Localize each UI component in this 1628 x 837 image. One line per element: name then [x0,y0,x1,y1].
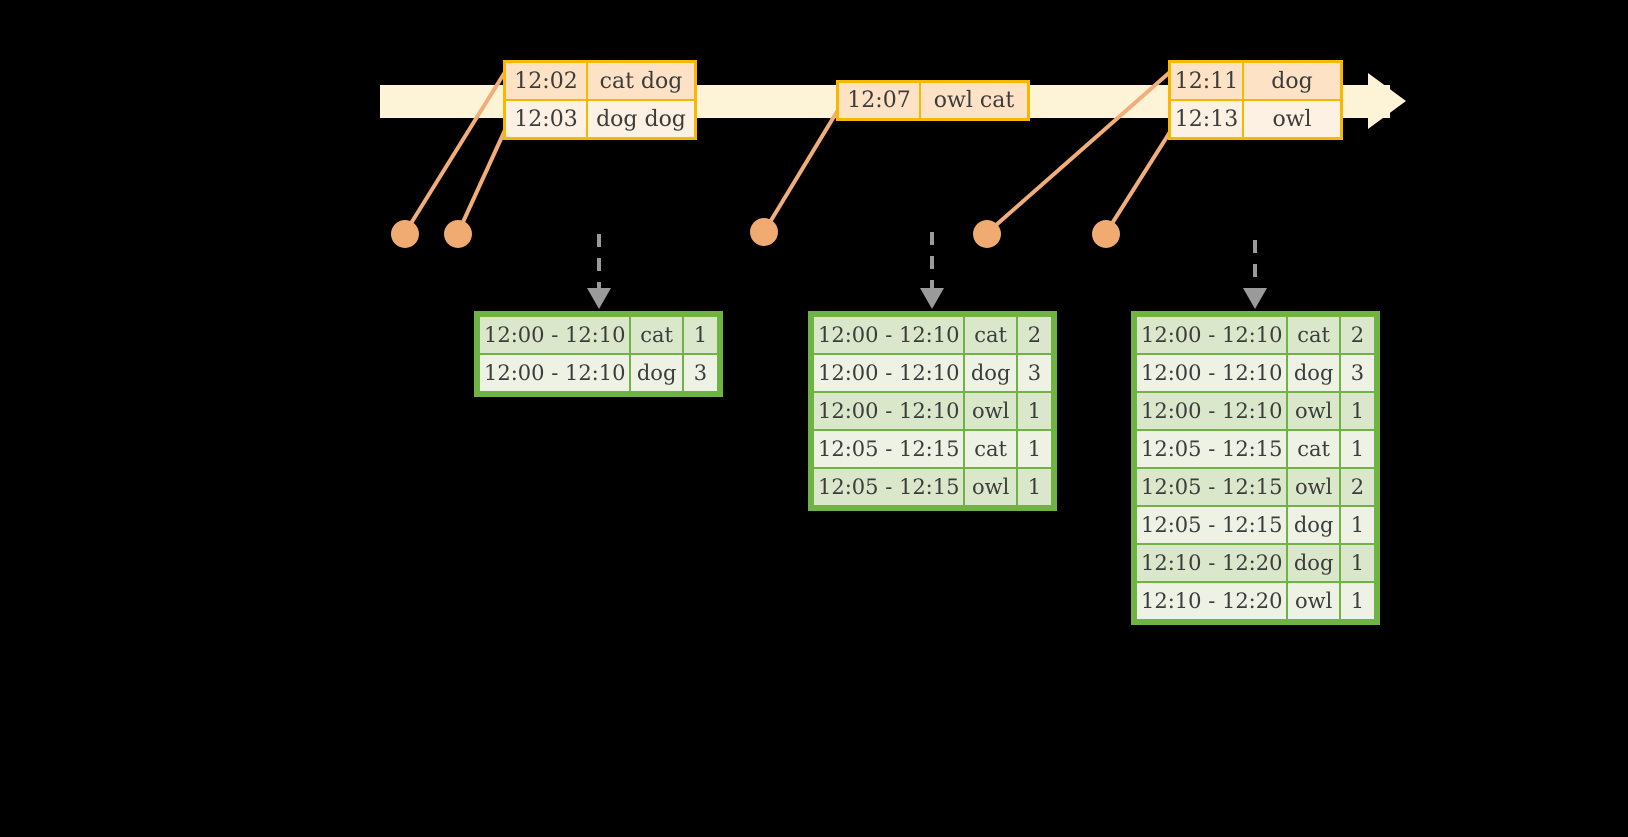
cell-word: owl [1288,469,1339,505]
cell-word: owl [1288,583,1339,619]
cell-window: 12:00 - 12:10 [814,393,964,429]
event-dot-5 [1092,220,1120,248]
event-time: 12:13 [1171,101,1244,137]
cell-count: 2 [1017,317,1051,353]
event-value: dog dog [588,101,694,137]
cell-count: 1 [1340,431,1374,467]
cell-count: 3 [1340,355,1374,391]
cell-word: dog [1288,507,1339,543]
cell-count: 2 [1340,317,1374,353]
event-row: 12:07 owl cat [839,83,1027,118]
cell-word: cat [965,317,1016,353]
event-row: 12:03 dog dog [506,99,694,137]
event-time: 12:02 [506,63,588,99]
cell-window: 12:05 - 12:15 [1137,507,1287,543]
event-value: owl [1244,101,1340,137]
cell-count: 1 [1017,469,1051,505]
cell-word: cat [631,317,682,353]
cell-count: 1 [1017,431,1051,467]
cell-word: owl [1288,393,1339,429]
cell-window: 12:05 - 12:15 [814,469,964,505]
cell-count: 2 [1340,469,1374,505]
event-time: 12:11 [1171,63,1244,99]
cell-word: cat [965,431,1016,467]
cell-count: 3 [683,355,717,391]
dashed-arrow-head-1 [587,288,611,309]
event-time: 12:03 [506,101,588,137]
event-dot-3 [750,218,778,246]
event-box-1[interactable]: 12:02 cat dog 12:03 dog dog [503,60,697,140]
connector-line-5 [1104,130,1172,235]
cell-window: 12:00 - 12:10 [1137,393,1287,429]
event-dot-1 [391,220,419,248]
cell-window: 12:00 - 12:10 [1137,317,1287,353]
cell-count: 1 [1340,507,1374,543]
cell-window: 12:00 - 12:10 [1137,355,1287,391]
timeline-arrowhead [1368,73,1406,129]
event-value: owl cat [921,83,1027,118]
cell-window: 12:05 - 12:15 [1137,431,1287,467]
event-row: 12:13 owl [1171,99,1340,137]
cell-count: 3 [1017,355,1051,391]
cell-word: dog [1288,545,1339,581]
cell-word: cat [1288,431,1339,467]
cell-window: 12:00 - 12:10 [480,355,630,391]
cell-window: 12:10 - 12:20 [1137,583,1287,619]
event-box-3[interactable]: 12:11 dog 12:13 owl [1168,60,1343,140]
event-time: 12:07 [839,83,921,118]
cell-window: 12:00 - 12:10 [814,317,964,353]
cell-word: dog [631,355,682,391]
cell-window: 12:00 - 12:10 [480,317,630,353]
event-row: 12:11 dog [1171,63,1340,99]
connector-line-2 [456,129,507,234]
cell-count: 1 [1340,393,1374,429]
cell-word: owl [965,469,1016,505]
event-value: cat dog [588,63,694,99]
cell-count: 1 [1017,393,1051,429]
cell-word: dog [965,355,1016,391]
cell-count: 1 [1340,545,1374,581]
cell-window: 12:05 - 12:15 [1137,469,1287,505]
dashed-arrow-head-3 [1243,288,1267,309]
cell-count: 1 [1340,583,1374,619]
event-row: 12:02 cat dog [506,63,694,99]
cell-word: owl [965,393,1016,429]
cell-word: cat [1288,317,1339,353]
cell-word: dog [1288,355,1339,391]
cell-window: 12:05 - 12:15 [814,431,964,467]
event-dot-2 [444,220,472,248]
event-value: dog [1244,63,1340,99]
dashed-arrow-head-2 [920,288,944,309]
event-box-2[interactable]: 12:07 owl cat [836,80,1030,121]
connector-line-3 [762,108,840,234]
event-dot-4 [973,220,1001,248]
cell-window: 12:00 - 12:10 [814,355,964,391]
cell-window: 12:10 - 12:20 [1137,545,1287,581]
cell-count: 1 [683,317,717,353]
